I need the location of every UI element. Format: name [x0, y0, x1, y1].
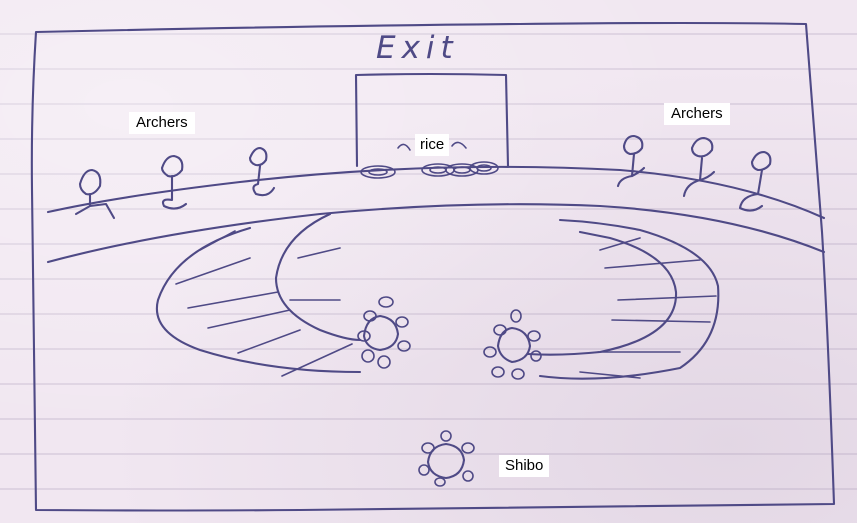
archer-figure-6 [738, 150, 772, 212]
archer-figure-1 [74, 168, 116, 220]
shibo-label: Shibo [499, 455, 550, 477]
rice-label: rice [415, 134, 450, 156]
archer-figure-3 [248, 146, 276, 197]
track-markings [175, 230, 717, 379]
shibo-figure [418, 430, 475, 487]
room-outline [30, 21, 836, 512]
arena-inner [274, 212, 678, 356]
archers-label-left: Archers [129, 112, 195, 134]
rice-bowls [360, 141, 499, 179]
exit-label: Exit [376, 30, 459, 66]
archers-label-right: Archers [664, 103, 730, 125]
platform-edge-lower [46, 203, 826, 264]
fighter-figure-right [483, 309, 542, 380]
archer-figure-4 [616, 134, 646, 188]
platform-edge-upper [46, 165, 826, 220]
archer-figure-2 [160, 154, 188, 210]
exit-door [354, 72, 510, 168]
fighter-figure-left [357, 296, 411, 369]
archer-figure-5 [682, 136, 716, 198]
